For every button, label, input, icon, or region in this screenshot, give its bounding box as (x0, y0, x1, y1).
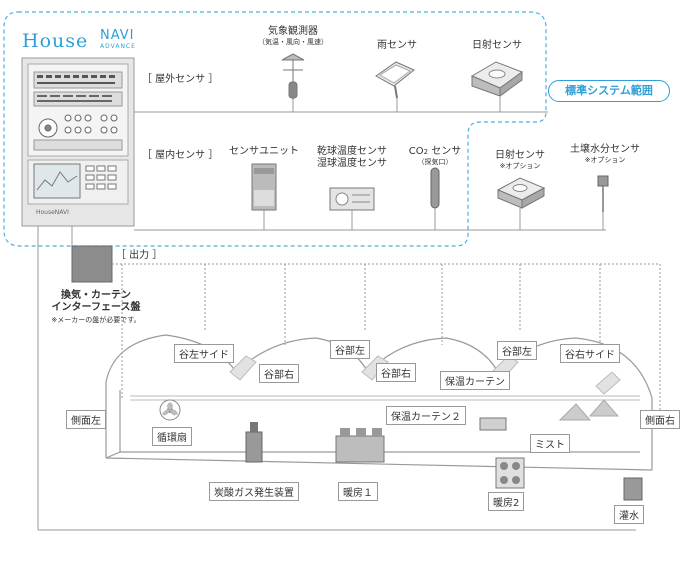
rain-sensor-icon (375, 61, 415, 99)
house-navi-logo: House NAVI ADVANCE (22, 28, 142, 54)
interface-panel-note: ※メーカーの盤が必要です。 (51, 316, 141, 324)
outdoor-solar-sensor-icon (470, 61, 524, 97)
dry-wet-bulb-sensor-icon (329, 187, 375, 211)
controller-brand-text: HouseNAVI (36, 209, 69, 216)
indoor-solar-sensor-label: 日射センサ ※オプション (495, 150, 545, 170)
circulation-fan-icon (159, 399, 181, 421)
mist-spray-icon (558, 399, 620, 421)
label-heater2: 暖房2 (488, 492, 525, 511)
logo-house-text: House (22, 30, 89, 52)
outdoor-solar-sensor-label: 日射センサ (472, 40, 522, 51)
outdoor-sensor-heading: ［ 屋外センサ ］ (142, 74, 219, 85)
soil-moisture-sensor-label: 土壌水分センサ ※オプション (570, 144, 640, 164)
co2-sensor-icon (430, 167, 440, 209)
label-heater1: 暖房１ (338, 482, 378, 501)
weather-station-icon (281, 53, 305, 100)
interface-panel-icon (71, 245, 113, 283)
soil-moisture-sensor-icon (597, 175, 609, 212)
dry-wet-bulb-label: 乾球温度センサ 湿球温度センサ (317, 146, 387, 169)
indoor-solar-sensor-icon (496, 177, 546, 209)
label-mist: ミスト (530, 434, 570, 453)
label-valley-left-1: 谷部左 (330, 340, 370, 359)
output-heading: ［ 出力 ］ (116, 250, 163, 261)
heater1-icon (335, 428, 385, 463)
sensor-unit-icon (251, 163, 277, 211)
controller-cabinet-icon (21, 57, 135, 227)
label-thermal-curtain: 保温カーテン (440, 371, 510, 390)
co2-generator-icon (245, 422, 263, 463)
co2-sensor-label: CO2 センサ （探気口） (408, 146, 462, 166)
label-valley-right-2: 谷部右 (376, 363, 416, 382)
interface-panel-label: 換気・カーテン インターフェース盤 (51, 290, 141, 313)
label-valley-right-side: 谷右サイド (560, 344, 620, 363)
sensor-wiring (37, 96, 636, 531)
curtain-lines (130, 395, 640, 401)
label-side-right: 側面右 (640, 410, 680, 429)
label-valley-left-side: 谷左サイド (174, 344, 234, 363)
mist-unit-icon (479, 417, 507, 431)
logo-advance-text: ADVANCE (100, 43, 136, 50)
label-valley-right-1: 谷部右 (259, 364, 299, 383)
label-irrigation: 灌水 (614, 505, 644, 524)
standard-range-badge: 標準システム範囲 (548, 80, 670, 102)
irrigation-unit-icon (623, 477, 643, 501)
weather-station-label: 気象観測器 （気温・風向・風速） (258, 26, 328, 46)
greenhouse-roof-shading (229, 355, 621, 395)
indoor-sensor-heading: ［ 屋内センサ ］ (142, 150, 219, 161)
label-side-left: 側面左 (66, 410, 106, 429)
output-wiring (112, 263, 661, 410)
label-valley-left-2: 谷部左 (497, 341, 537, 360)
logo-navi-text: NAVI (100, 28, 135, 43)
rain-sensor-label: 雨センサ (377, 40, 417, 51)
heater2-icon (495, 457, 525, 489)
label-co2-generator: 炭酸ガス発生装置 (209, 482, 299, 501)
label-circulation-fan: 循環扇 (152, 427, 192, 446)
sensor-unit-label: センサユニット (229, 146, 299, 157)
label-thermal-curtain-2: 保温カーテン２ (386, 406, 466, 425)
